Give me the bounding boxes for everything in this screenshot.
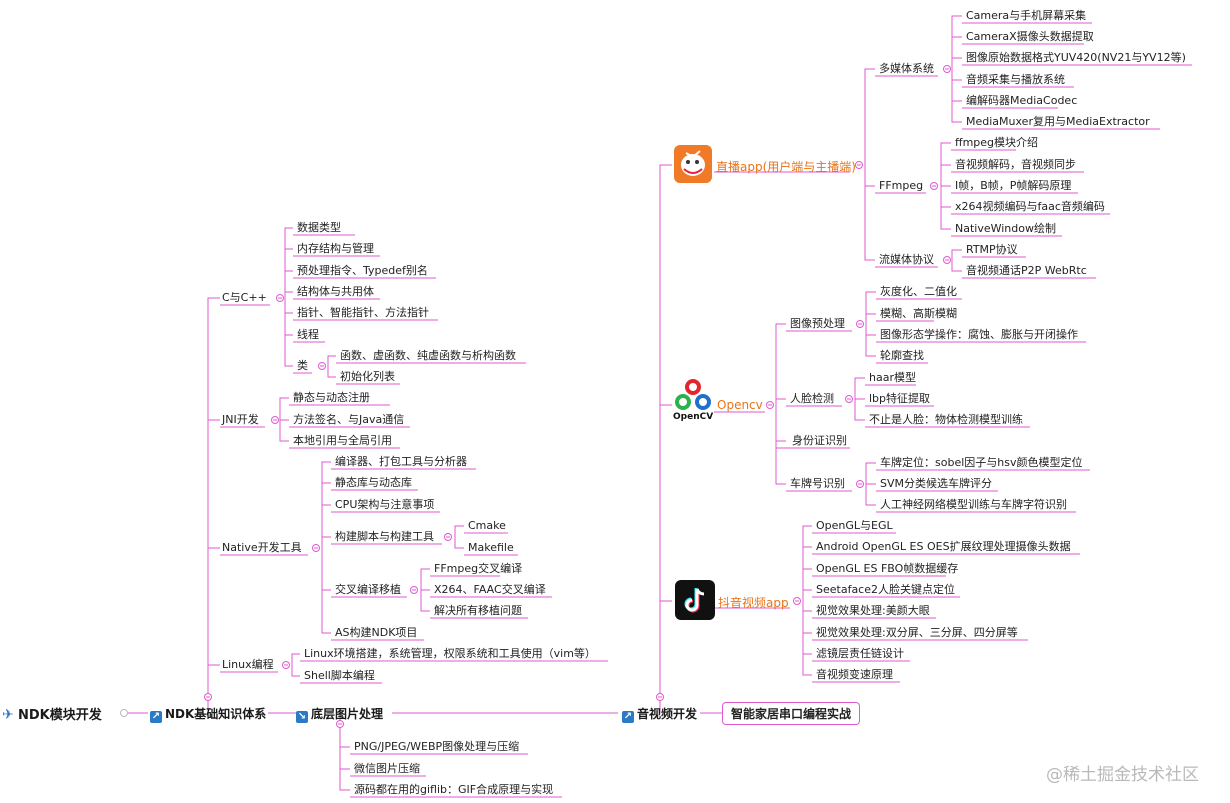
- list-item[interactable]: Makefile: [468, 541, 514, 554]
- opencv-node[interactable]: Opencv: [717, 398, 763, 412]
- list-item[interactable]: x264视频编码与faac音频编码: [955, 200, 1105, 213]
- build-tools-node[interactable]: 构建脚本与构建工具: [335, 530, 434, 543]
- list-item[interactable]: Linux环境搭建，系统管理，权限系统和工具使用（vim等）: [304, 647, 596, 660]
- cross-compile-node[interactable]: 交叉编译移植: [335, 583, 401, 596]
- arrow-up-right-icon: ↗: [150, 711, 162, 723]
- list-item[interactable]: OpenGL与EGL: [816, 519, 893, 532]
- arrow-up-right-icon: ↗: [622, 711, 634, 723]
- list-item[interactable]: Cmake: [468, 519, 506, 532]
- list-item[interactable]: X264、FAAC交叉编译: [434, 583, 546, 596]
- list-item[interactable]: 不止是人脸：物体检测模型训练: [869, 413, 1023, 426]
- live-app-node[interactable]: 直播app(用户端与主播端): [716, 160, 856, 174]
- native-tools-node[interactable]: Native开发工具: [222, 541, 302, 554]
- face-detect-node[interactable]: 人脸检测: [790, 392, 834, 405]
- list-item[interactable]: I帧，B帧，P帧解码原理: [955, 179, 1072, 192]
- list-item[interactable]: 线程: [297, 328, 319, 341]
- idcard-node[interactable]: 身份证识别: [792, 434, 847, 447]
- list-item[interactable]: AS构建NDK项目: [335, 626, 418, 639]
- list-item[interactable]: 内存结构与管理: [297, 242, 374, 255]
- list-item[interactable]: RTMP协议: [966, 243, 1018, 256]
- list-item[interactable]: haar模型: [869, 371, 916, 384]
- list-item[interactable]: 图像形态学操作：腐蚀、膨胀与开闭操作: [880, 328, 1078, 341]
- list-item[interactable]: 源码都在用的giflib：GIF合成原理与实现: [354, 783, 554, 796]
- list-item[interactable]: Seetaface2人脸关键点定位: [816, 583, 955, 596]
- class-node[interactable]: 类: [297, 359, 308, 372]
- plate-node[interactable]: 车牌号识别: [790, 477, 845, 490]
- image-processing-node[interactable]: ↘底层图片处理: [296, 707, 384, 723]
- root-label: NDK模块开发: [18, 708, 102, 723]
- list-item[interactable]: FFmpeg交叉编译: [434, 562, 523, 575]
- preprocess-node[interactable]: 图像预处理: [790, 317, 845, 330]
- list-item[interactable]: OpenGL ES FBO帧数据缓存: [816, 562, 959, 575]
- list-item[interactable]: 微信图片压缩: [354, 762, 420, 775]
- c-cpp-node[interactable]: C与C++: [222, 291, 267, 304]
- list-item[interactable]: 静态库与动态库: [335, 476, 412, 489]
- list-item[interactable]: 灰度化、二值化: [880, 285, 957, 298]
- list-item[interactable]: Shell脚本编程: [304, 669, 375, 682]
- list-item[interactable]: 模糊、高斯模糊: [880, 307, 957, 320]
- linux-node[interactable]: Linux编程: [222, 658, 274, 671]
- list-item[interactable]: 数据类型: [297, 221, 341, 234]
- list-item[interactable]: 初始化列表: [340, 370, 395, 383]
- list-item[interactable]: 解决所有移植问题: [434, 604, 522, 617]
- opencv-logo-icon: OpenCV: [672, 378, 714, 424]
- list-item[interactable]: 滤镜层责任链设计: [816, 647, 904, 660]
- list-item[interactable]: 音视频变速原理: [816, 668, 893, 681]
- list-item[interactable]: lbp特征提取: [869, 392, 931, 405]
- list-item[interactable]: 方法签名、与Java通信: [293, 413, 405, 426]
- list-item[interactable]: 视觉效果处理:双分屏、三分屏、四分屏等: [816, 626, 1018, 639]
- list-item[interactable]: 编译器、打包工具与分析器: [335, 455, 467, 468]
- list-item[interactable]: 结构体与共用体: [297, 285, 374, 298]
- list-item[interactable]: CameraX摄像头数据提取: [966, 30, 1094, 43]
- list-item[interactable]: 音视频解码，音视频同步: [955, 158, 1076, 171]
- list-item[interactable]: 指针、智能指针、方法指针: [297, 306, 429, 319]
- airplane-icon: ✈: [2, 707, 14, 723]
- list-item[interactable]: 编解码器MediaCodec: [966, 94, 1078, 107]
- basic-knowledge-node[interactable]: ↗NDK基础知识体系: [150, 707, 267, 723]
- root-node[interactable]: ✈ NDK模块开发: [2, 704, 102, 723]
- list-item[interactable]: 音频采集与播放系统: [966, 73, 1065, 86]
- list-item[interactable]: 人工神经网络模型训练与车牌字符识别: [880, 498, 1067, 511]
- list-item[interactable]: 视觉效果处理:美颜大眼: [816, 604, 930, 617]
- list-item[interactable]: MediaMuxer复用与MediaExtractor: [966, 115, 1150, 128]
- list-item[interactable]: ffmpeg模块介绍: [955, 136, 1039, 149]
- list-item[interactable]: 轮廓查找: [880, 349, 924, 362]
- list-item[interactable]: CPU架构与注意事项: [335, 498, 435, 511]
- arrow-down-right-icon: ↘: [296, 711, 308, 723]
- av-dev-node[interactable]: ↗音视频开发: [622, 707, 698, 723]
- live-app-icon: [674, 145, 712, 183]
- list-item[interactable]: 音视频通话P2P WebRtc: [966, 264, 1087, 277]
- list-item[interactable]: SVM分类候选车牌评分: [880, 477, 992, 490]
- list-item[interactable]: 图像原始数据格式YUV420(NV21与YV12等): [966, 51, 1186, 64]
- smart-home-node[interactable]: 智能家居串口编程实战: [722, 702, 861, 725]
- ffmpeg-node[interactable]: FFmpeg: [879, 179, 924, 192]
- streaming-node[interactable]: 流媒体协议: [879, 253, 934, 266]
- list-item[interactable]: 车牌定位：sobel因子与hsv颜色模型定位: [880, 456, 1083, 469]
- list-item[interactable]: Camera与手机屏幕采集: [966, 9, 1087, 22]
- douyin-app-icon: [675, 580, 715, 620]
- multimedia-node[interactable]: 多媒体系统: [879, 62, 934, 75]
- list-item[interactable]: NativeWindow绘制: [955, 222, 1056, 235]
- list-item[interactable]: PNG/JPEG/WEBP图像处理与压缩: [354, 740, 520, 753]
- list-item[interactable]: 预处理指令、Typedef别名: [297, 264, 428, 277]
- watermark: @稀土掘金技术社区: [1046, 765, 1199, 785]
- opencv-logo-text: OpenCV: [673, 412, 714, 422]
- list-item[interactable]: Android OpenGL ES OES扩展纹理处理摄像头数据: [816, 540, 1071, 553]
- douyin-node[interactable]: 抖音视频app: [718, 596, 789, 610]
- list-item[interactable]: 本地引用与全局引用: [293, 434, 392, 447]
- list-item[interactable]: 函数、虚函数、纯虚函数与析构函数: [340, 349, 516, 362]
- list-item[interactable]: 静态与动态注册: [293, 391, 370, 404]
- jni-node[interactable]: JNI开发: [222, 413, 259, 426]
